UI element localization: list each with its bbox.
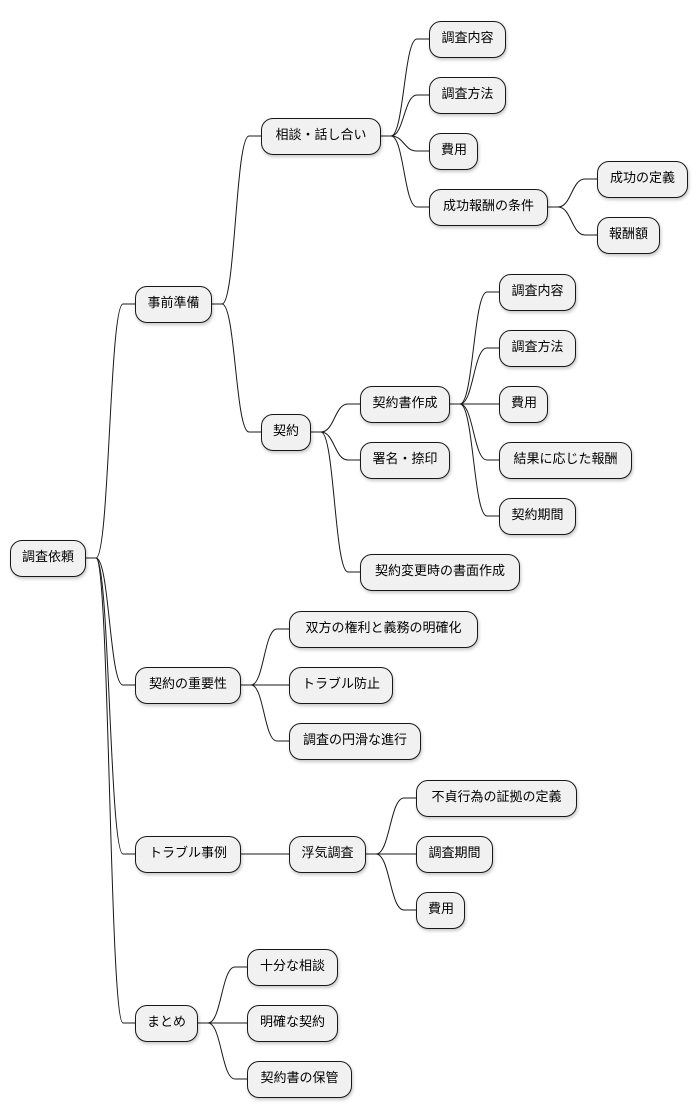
edge-line <box>548 206 597 236</box>
edge-line <box>366 797 416 855</box>
edge-line <box>86 303 135 559</box>
mindmap-node: 署名・捺印 <box>360 441 450 479</box>
edge-line <box>381 135 429 208</box>
mindmap-node: トラブル事例 <box>135 835 241 873</box>
mindmap-node: 費用 <box>416 891 465 929</box>
edge-line <box>381 38 429 137</box>
mindmap-node: 調査内容 <box>499 273 576 311</box>
mindmap-node: 成功報酬の条件 <box>429 188 548 226</box>
mindmap-node: 成功の定義 <box>597 160 688 198</box>
mindmap-node: 契約の重要性 <box>135 666 241 704</box>
edge-line <box>212 135 261 305</box>
edge-line <box>86 557 135 855</box>
mindmap-node: 事前準備 <box>135 285 212 323</box>
mindmap-node: 調査の円滑な進行 <box>289 722 421 760</box>
mindmap-node: 明確な契約 <box>247 1004 338 1042</box>
edge-line <box>198 966 247 1024</box>
edge-line <box>366 853 416 911</box>
root-node: 調査依頼 <box>10 539 86 577</box>
edge-line <box>381 135 429 152</box>
mindmap-node: 調査方法 <box>499 329 576 367</box>
edge-line <box>311 403 360 433</box>
mindmap-node: 結果に応じた報酬 <box>499 441 632 479</box>
edge-line <box>241 684 289 742</box>
edge-line <box>548 178 597 208</box>
mindmap-node: まとめ <box>135 1004 198 1042</box>
mindmap-node: 契約期間 <box>499 497 576 535</box>
edge-line <box>311 431 360 461</box>
mindmap-node: 契約変更時の書面作成 <box>360 553 520 591</box>
mindmap-node: 契約 <box>261 413 311 451</box>
mindmap-node: 調査方法 <box>429 76 506 114</box>
edge-line <box>311 431 360 573</box>
mindmap-node: 不貞行為の証拠の定義 <box>416 779 577 817</box>
edge-line <box>241 628 289 686</box>
edge-line <box>212 303 261 433</box>
edge-line <box>86 557 135 686</box>
edge-line <box>381 94 429 137</box>
mindmap-node: 浮気調査 <box>289 835 366 873</box>
edge-line <box>198 1022 247 1080</box>
mindmap-node: 双方の権利と義務の明確化 <box>289 610 478 648</box>
mindmap-node: 調査内容 <box>429 20 506 58</box>
edge-line <box>86 557 135 1024</box>
edge-line <box>450 403 499 461</box>
edge-line <box>450 347 499 405</box>
mindmap-node: トラブル防止 <box>289 666 393 704</box>
mindmap-node: 十分な相談 <box>247 948 338 986</box>
edge-line <box>450 403 499 517</box>
edge-line <box>450 291 499 405</box>
mindmap-node: 相談・話し合い <box>261 117 381 155</box>
mindmap-node: 調査期間 <box>416 835 493 873</box>
mindmap-node: 契約書作成 <box>360 385 450 423</box>
mindmap-node: 費用 <box>499 385 548 423</box>
mindmap-node: 報酬額 <box>597 216 660 254</box>
mindmap-node: 契約書の保管 <box>247 1060 352 1098</box>
mindmap-node: 費用 <box>429 132 478 170</box>
